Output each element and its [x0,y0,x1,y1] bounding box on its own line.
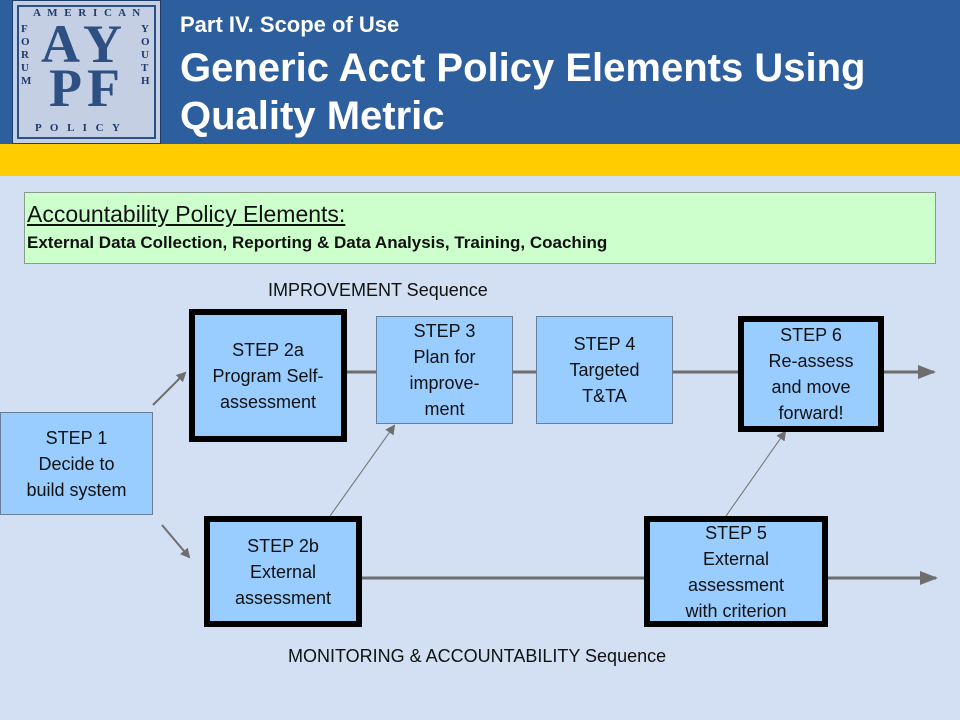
step3-box: STEP 3 Plan for improve- ment [376,316,513,424]
step1-text: STEP 1 Decide to build system [26,427,127,500]
slide-title: Generic Acct Policy Elements Using Quali… [180,46,866,138]
improvement-sequence-label: IMPROVEMENT Sequence [268,280,488,300]
step6-text: STEP 6 Re-assess and move forward! [768,325,854,423]
slide-subtitle: Part IV. Scope of Use [180,12,400,37]
monitoring-sequence-label: MONITORING & ACCOUNTABILITY Sequence [288,646,667,666]
step2b-text: STEP 2b External assessment [234,535,332,608]
arrow-step1-to-step2a [152,371,187,406]
step2b-box: STEP 2b External assessment [204,516,362,627]
policy-elements-box: Accountability Policy Elements: External… [24,192,936,264]
step5-box: STEP 5 External assessment with criterio… [644,516,828,627]
arrow-step1-to-step2b [161,524,191,559]
arrow-step2b-to-step3 [329,424,396,517]
step5-text: STEP 5 External assessment with criterio… [685,522,787,621]
step2a-text: STEP 2a Program Self- assessment [212,339,324,412]
step4-box: STEP 4 Targeted T&TA [536,316,673,424]
step4-text: STEP 4 Targeted T&TA [569,334,640,406]
logo-frame [17,5,156,139]
policy-elements-heading: Accountability Policy Elements: [27,201,346,227]
step6-box: STEP 6 Re-assess and move forward! [738,316,884,432]
policy-elements-detail: External Data Collection, Reporting & Da… [27,233,608,252]
arrow-step5-to-step6 [725,430,787,517]
logo-letters-top: A M E R I C A N [33,7,143,19]
logo-monogram: A Y P F [41,14,122,118]
step3-text: STEP 3 Plan for improve- ment [409,321,480,419]
gold-band [0,144,960,176]
logo-letters-bottom: P O L I C Y [35,122,123,134]
step1-box: STEP 1 Decide to build system [0,412,153,515]
step2a-box: STEP 2a Program Self- assessment [189,309,347,442]
